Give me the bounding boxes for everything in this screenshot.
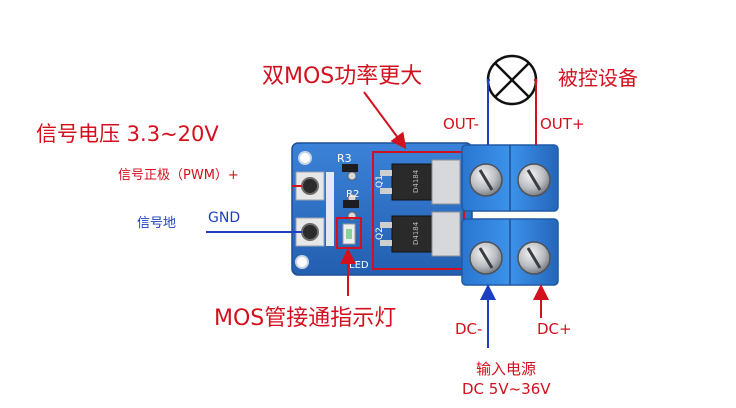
dc-minus-label: DC- [455, 320, 483, 338]
mosfet-q2-tab [431, 211, 461, 257]
screw-dc-minus [469, 241, 503, 275]
resistor-r3 [342, 164, 358, 172]
mosfet-q1-marking: D4184 [412, 169, 420, 193]
signal-voltage-label: 信号电压 3.3~20V [36, 122, 219, 146]
via [347, 171, 357, 181]
dual-mos-label: 双MOS功率更大 [262, 64, 423, 89]
dual-mos-arrow [363, 91, 407, 150]
out-plus-label: OUT+ [540, 115, 585, 133]
screw-out-plus [517, 163, 551, 197]
mount-hole [298, 151, 312, 165]
mosfet-q1-tab [431, 159, 461, 205]
signal-ground-label: 信号地 [137, 216, 177, 231]
input-power-label: 输入电源 [476, 360, 537, 378]
gnd-pin [301, 223, 319, 241]
r3-label: R3 [337, 152, 352, 165]
dc-plus-label: DC+ [537, 320, 572, 338]
mount-hole [295, 255, 309, 269]
led-label: LED [349, 260, 369, 271]
gnd-label: GND [208, 210, 241, 226]
input-range-label: DC 5V~36V [462, 380, 551, 398]
q1-label: Q1 [375, 175, 385, 188]
controlled-device-label: 被控设备 [558, 66, 638, 90]
out-plus-wire [534, 79, 537, 145]
r2-label: R2 [346, 189, 359, 200]
signal-pin [301, 177, 319, 195]
lamp-icon [486, 54, 538, 106]
q2-label: Q2 [375, 227, 385, 240]
out-minus-label: OUT- [443, 115, 479, 133]
screw-dc-plus [517, 241, 551, 275]
mos-indicator-label: MOS管接通指示灯 [214, 306, 397, 331]
screw-out-minus [469, 163, 503, 197]
mosfet-q2-marking: D4184 [412, 221, 420, 245]
header-label-strip [326, 172, 334, 246]
resistor-r2 [343, 200, 359, 208]
signal-positive-label: 信号正极（PWM）+ [118, 168, 239, 183]
mosfet-q2-body [391, 215, 433, 253]
signal-pin-pad [295, 171, 325, 201]
